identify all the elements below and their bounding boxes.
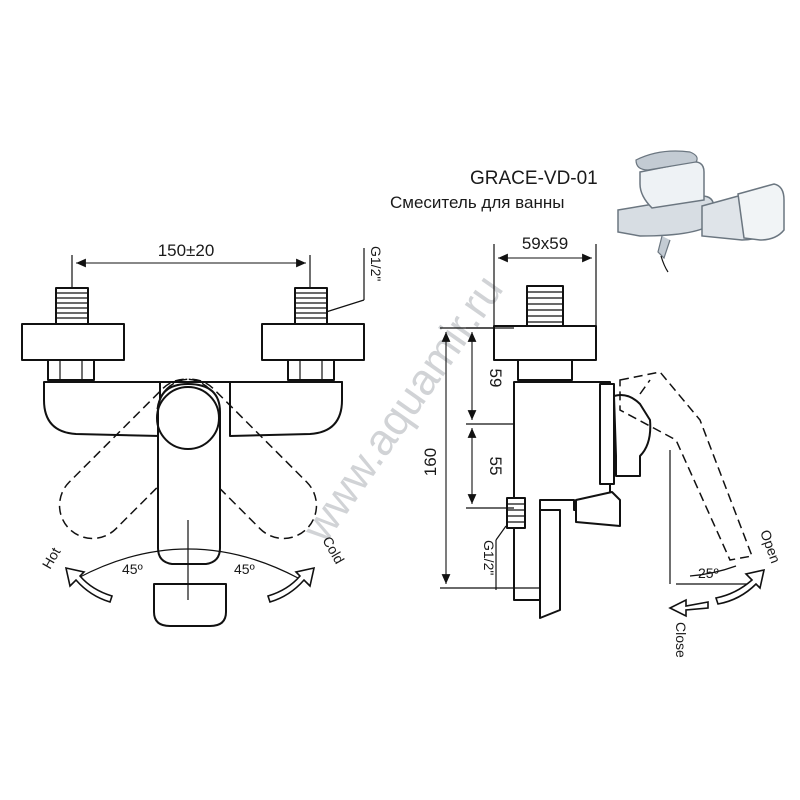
open-arrow (714, 568, 766, 605)
close-label: Close (673, 622, 689, 658)
cold-label: Cold (319, 534, 347, 567)
angle-left-label: 45º (122, 561, 143, 577)
close-arrow (668, 598, 709, 618)
product-description: Смеситель для ванны (390, 193, 564, 212)
right-connector (261, 287, 365, 381)
cold-arrow (266, 566, 316, 603)
angle-side-label: 25º (698, 565, 719, 581)
hot-arrow (64, 566, 114, 603)
side-lever (613, 394, 652, 477)
left-connector (21, 287, 125, 381)
side-view: 59x59 160 59 55 (421, 234, 784, 658)
hot-label: Hot (39, 545, 64, 572)
side-body (513, 381, 611, 601)
mixer-body (43, 381, 343, 437)
width-dimension-label: 150±20 (158, 241, 215, 260)
front-view: 150±20 G1/2" (21, 241, 384, 627)
spout (153, 583, 227, 627)
thread-label-side: G1/2" (481, 540, 497, 575)
model-title: GRACE-VD-01 (470, 168, 598, 189)
height-lower-label: 55 (486, 457, 505, 476)
angle-right-label: 45º (234, 561, 255, 577)
outlet (575, 491, 621, 527)
height-total-label: 160 (421, 448, 440, 476)
height-upper-label: 59 (486, 369, 505, 388)
open-label: Open (757, 528, 784, 566)
handle (157, 383, 221, 565)
thread-label-front: G1/2" (368, 246, 384, 281)
flange-dimension-label: 59x59 (522, 234, 568, 253)
product-photo (617, 150, 785, 273)
